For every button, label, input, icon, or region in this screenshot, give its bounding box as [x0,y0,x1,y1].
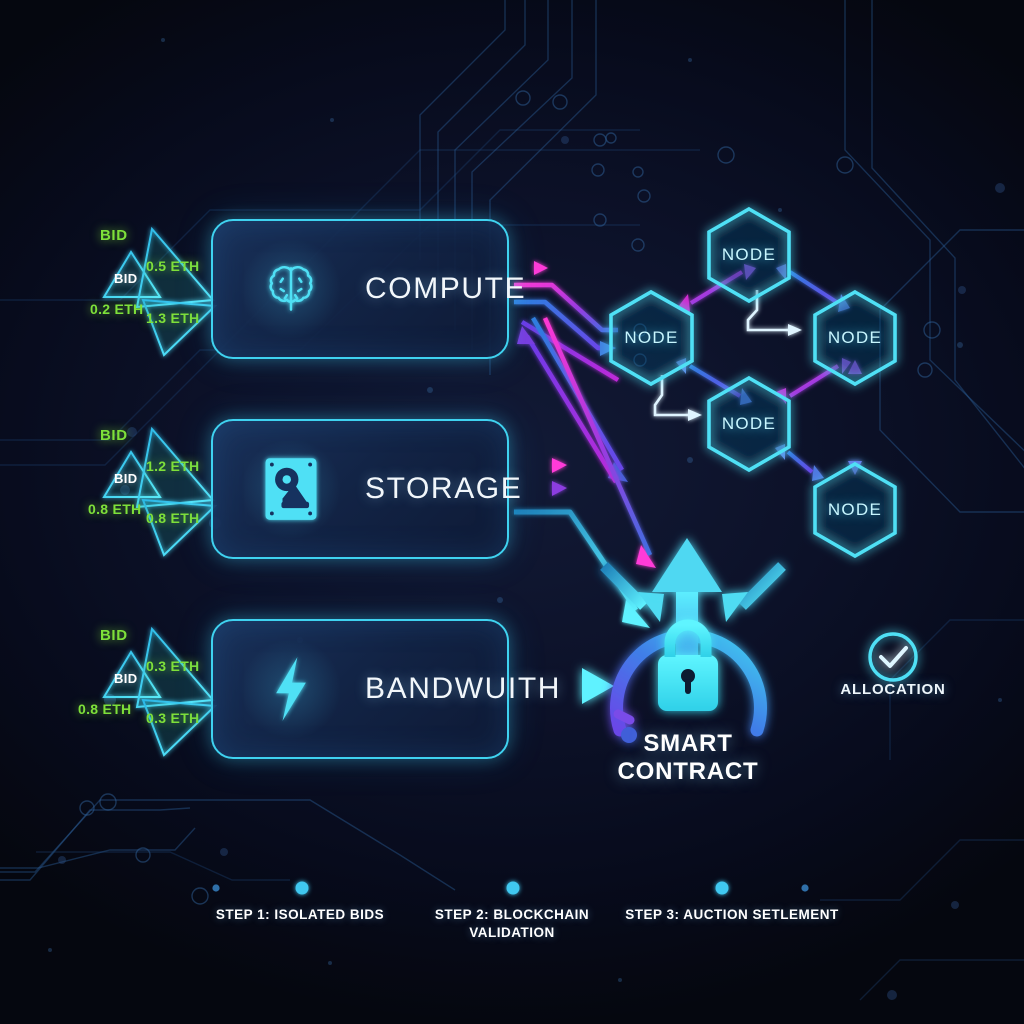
lightning-bolt-icon [239,637,343,741]
arrow-compute-diagonal-purple [520,320,620,382]
arrow-incoming-contract-left [600,562,664,622]
bid-triangle [141,698,218,757]
node-hexagon [707,375,791,473]
bid-heading: BID [100,627,128,644]
bid-amount: 0.3 ETH [146,710,200,726]
timeline-end-left [212,884,220,892]
node-routing-arrow-upper [746,290,802,336]
check-circle-icon [868,632,918,682]
node-hexagon [707,206,791,304]
hard-drive-icon [239,437,343,541]
resource-card-label: BANDWUITH [365,672,562,705]
timeline-dot [506,881,520,895]
resource-card-compute[interactable]: COMPUTE [211,219,525,359]
network-node-center[interactable]: NODE [709,378,789,470]
arrow-storage-short-magenta [514,458,567,473]
step-label-1[interactable]: STEP 1: ISOLATED BIDS [215,907,385,922]
brain-icon [239,237,343,341]
bid-heading: BID [100,427,128,444]
node-hexagon [813,289,897,387]
node-label: NODE [721,414,777,433]
resource-card-label: COMPUTE [365,272,527,305]
smart-contract-label: SMART CONTRACT [558,730,818,786]
step-label-3[interactable]: STEP 3: AUCTION SETLEMENT [625,907,839,922]
bid-heading: BID [100,227,128,244]
network-node-right[interactable]: NODE [815,292,895,384]
bid-amount: 0.8 ETH [146,510,200,526]
circuit-traces-bottom-left [0,793,456,905]
bid-amount: 1.3 ETH [146,310,200,326]
lock-icon [658,619,718,711]
bid-core-label: BID [114,271,138,286]
arrow-bandwidth-to-contract [526,668,614,704]
node-label: NODE [624,328,679,347]
arrow-compute-short [514,261,548,275]
bid-amount: 1.2 ETH [146,458,200,474]
node-label: NODE [827,328,883,347]
resource-card-storage[interactable]: STORAGE [211,419,521,559]
arrow-compute-to-contract-magenta [542,317,656,568]
allocation-label: ALLOCATION [840,681,946,698]
bid-core-label: BID [114,471,138,486]
smart-contract-label-line2: CONTRACT [617,758,759,785]
arrow-storage-short-purple [514,481,567,496]
timeline-dot [295,881,309,895]
network-node-bottom[interactable]: NODE [815,464,895,556]
network-node-left[interactable]: NODE [611,292,692,384]
node-routing-arrow-lower [653,375,702,421]
node-label: NODE [827,500,883,519]
step-label-2[interactable]: STEP 2: BLOCKCHAIN VALIDATION [434,907,590,940]
circuit-traces-bottom-right [820,839,1024,1001]
arrow-incoming-contract-right [722,562,786,622]
bid-triangle [141,498,218,557]
node-hexagon [813,461,897,559]
bid-amount: 0.8 ETH [78,701,132,717]
bid-amount: 0.8 ETH [88,501,142,517]
resource-card-bandwidth[interactable]: BANDWUITH [211,619,559,759]
network-node-top[interactable]: NODE [709,209,789,301]
bid-triangle [141,298,218,357]
bid-amount: 0.2 ETH [90,301,144,317]
bid-core-label: BID [114,671,138,686]
timeline-end-right [801,884,809,892]
resource-card-label: STORAGE [365,472,523,505]
arrow-return-purple-up [517,326,618,484]
arrow-compute-to-node-left-blue [514,299,616,356]
bid-amount: 0.5 ETH [146,258,200,274]
timeline-dot [715,881,729,895]
node-hexagon [609,289,694,387]
node-label: NODE [721,245,777,264]
smart-contract-label-line1: SMART [643,730,733,757]
bid-amount: 0.3 ETH [146,658,200,674]
